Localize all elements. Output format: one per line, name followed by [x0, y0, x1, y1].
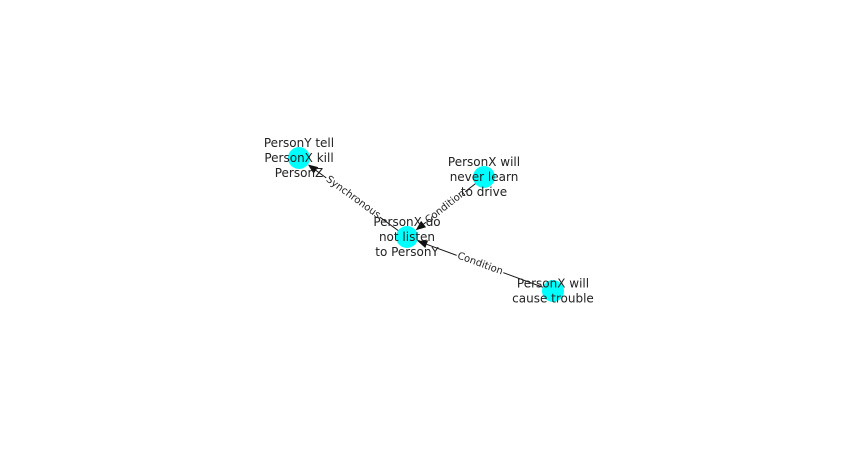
node-trouble[interactable]: [542, 280, 564, 302]
arrowhead-icon: [307, 164, 319, 174]
node-label-line: to PersonY: [375, 245, 439, 259]
node-label-line: not listen: [379, 230, 435, 244]
arrowhead-icon: [415, 220, 427, 231]
arrowhead-icon: [417, 240, 429, 249]
node-label-line: PersonY tell: [264, 136, 334, 150]
edge-label-background: [322, 173, 384, 222]
edge-label-background: [422, 187, 469, 227]
node-label-line: to drive: [461, 185, 507, 199]
node-drive[interactable]: [473, 166, 495, 188]
node-tell[interactable]: [288, 147, 310, 169]
edge-label-background: [454, 250, 506, 278]
node-label-line: cause trouble: [512, 292, 594, 306]
edge-label: Condition: [456, 251, 505, 278]
node-label-line: PersonX will: [448, 155, 520, 169]
edge-label: Synchronous: [324, 174, 383, 221]
edge-label-group: Condition: [454, 250, 506, 278]
node-label-line: PersonX kill: [264, 151, 333, 165]
node-label-line: never learn: [450, 170, 519, 184]
node-label-line: PersonX do: [373, 215, 440, 229]
node-label-line: PersonZ: [275, 166, 324, 180]
nodes-layer: [288, 147, 564, 302]
node-label-line: PersonX will: [517, 277, 589, 291]
node-center[interactable]: [396, 226, 418, 248]
